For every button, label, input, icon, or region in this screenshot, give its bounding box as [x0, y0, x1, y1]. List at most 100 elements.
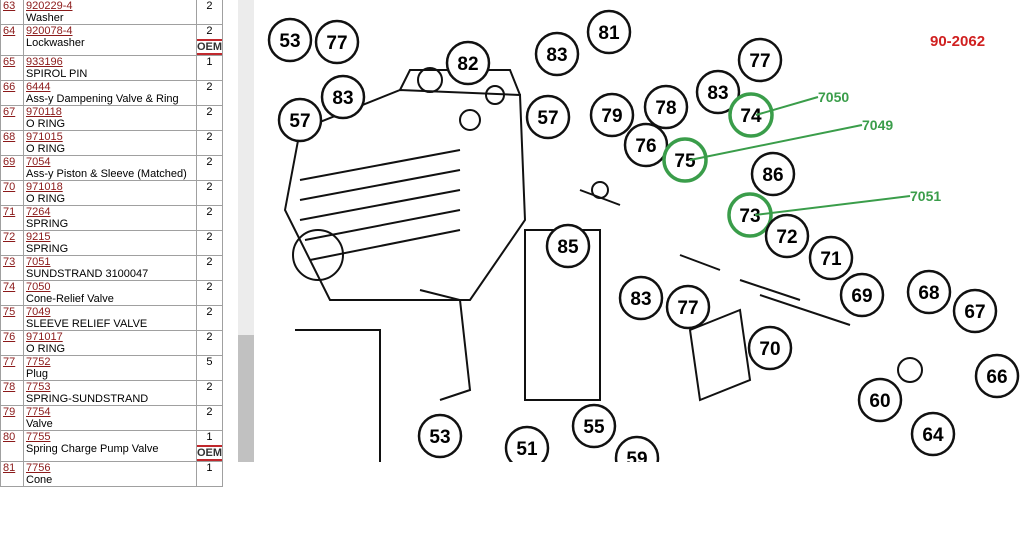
quantity: 2: [206, 306, 213, 318]
callout-circle: [267, 17, 313, 63]
ref-link[interactable]: 73: [3, 256, 16, 268]
callout-circle: [445, 40, 491, 86]
part-number-link[interactable]: 9215: [26, 231, 51, 243]
part-description: O RING: [26, 143, 66, 155]
callout-number: 51: [516, 439, 538, 460]
callout-circle: [764, 213, 810, 259]
ref-link[interactable]: 68: [3, 131, 16, 143]
part-number-link[interactable]: 970118: [26, 106, 62, 118]
callout-number: 77: [749, 51, 770, 72]
callout-number: 53: [279, 31, 300, 52]
callout-number: 55: [583, 417, 605, 438]
callout-circle: [534, 31, 580, 77]
quantity: 1: [206, 56, 213, 68]
part-description: Cone-Relief Valve: [26, 293, 114, 305]
callout-number: 82: [457, 54, 478, 75]
part-description: Spring Charge Pump Valve: [26, 443, 159, 455]
callout-circle: [314, 19, 360, 65]
callout-number: 76: [635, 136, 656, 157]
quantity: 2: [206, 0, 213, 12]
scrollbar-thumb[interactable]: [238, 335, 254, 462]
part-number-link[interactable]: 7049: [26, 306, 51, 318]
quantity: 2: [206, 381, 213, 393]
part-number-link[interactable]: 7756: [26, 462, 51, 474]
callout-circle: [910, 411, 956, 457]
callout-circle: [728, 92, 774, 138]
oem-badge[interactable]: OEM: [196, 445, 222, 461]
part-number-link[interactable]: 920078-4: [26, 25, 73, 37]
ref-link[interactable]: 74: [3, 281, 16, 293]
leader-line: [754, 195, 911, 216]
ref-link[interactable]: 75: [3, 306, 16, 318]
drawing-number: 90-2062: [930, 33, 985, 50]
scrollbar[interactable]: [238, 0, 254, 462]
part-description: O RING: [26, 118, 66, 130]
quantity: 2: [206, 81, 213, 93]
part-number-link[interactable]: 7752: [26, 356, 51, 368]
part-number-link[interactable]: 7264: [26, 206, 51, 218]
quantity: 2: [206, 156, 213, 168]
ref-link[interactable]: 72: [3, 231, 16, 243]
ref-link[interactable]: 63: [3, 0, 16, 12]
part-description: Cone: [26, 474, 53, 486]
callout-circle: [525, 94, 571, 140]
callout-number: 59: [626, 449, 647, 462]
quantity: 2: [206, 406, 213, 418]
part-number-link[interactable]: 933196: [26, 56, 63, 68]
part-number-link[interactable]: 971017: [26, 331, 63, 343]
part-number-link[interactable]: 6444: [26, 81, 51, 93]
ref-link[interactable]: 71: [3, 206, 16, 218]
ref-link[interactable]: 70: [3, 181, 16, 193]
oem-badge[interactable]: OEM: [196, 39, 222, 55]
callout-circle: [504, 425, 550, 462]
callout-circle: [589, 92, 635, 138]
callout-number: 70: [759, 339, 780, 360]
part-number-link[interactable]: 7754: [26, 406, 51, 418]
part-number-link[interactable]: 7054: [26, 156, 51, 168]
callout-number: 53: [429, 427, 450, 448]
ref-link[interactable]: 65: [3, 56, 16, 68]
part-description: Lockwasher: [26, 37, 85, 49]
part-number-link[interactable]: 920229-4: [26, 0, 73, 12]
quantity: 2: [206, 281, 213, 293]
part-description: Ass-y Dampening Valve & Ring: [26, 93, 179, 105]
ref-link[interactable]: 64: [3, 25, 16, 37]
ref-link[interactable]: 81: [3, 462, 16, 474]
callout-number: 69: [851, 286, 872, 307]
callout-number: 79: [601, 106, 622, 127]
part-number-link[interactable]: 7753: [26, 381, 51, 393]
ref-link[interactable]: 67: [3, 106, 16, 118]
ref-link[interactable]: 80: [3, 431, 16, 443]
part-number-link[interactable]: 971018: [26, 181, 63, 193]
part-description: SPRING-SUNDSTRAND: [26, 393, 149, 405]
ref-link[interactable]: 76: [3, 331, 16, 343]
part-description: Plug: [26, 368, 49, 380]
quantity: 2: [206, 256, 213, 268]
callout-circle: [665, 284, 711, 330]
callout-number: 86: [762, 165, 783, 186]
part-number-link[interactable]: 7050: [26, 281, 51, 293]
ref-link[interactable]: 69: [3, 156, 16, 168]
part-number-link[interactable]: 7755: [26, 431, 51, 443]
part-number-link[interactable]: 971015: [26, 131, 63, 143]
ref-link[interactable]: 66: [3, 81, 16, 93]
leader-line: [755, 96, 819, 116]
callout-circle: [906, 269, 952, 315]
part-description: Ass-y Piston & Sleeve (Matched): [26, 168, 187, 180]
callout-circle: [277, 97, 323, 143]
ref-link[interactable]: 77: [3, 356, 16, 368]
ref-link[interactable]: 79: [3, 406, 16, 418]
part-number-link[interactable]: 7051: [26, 256, 51, 268]
ref-link[interactable]: 78: [3, 381, 16, 393]
